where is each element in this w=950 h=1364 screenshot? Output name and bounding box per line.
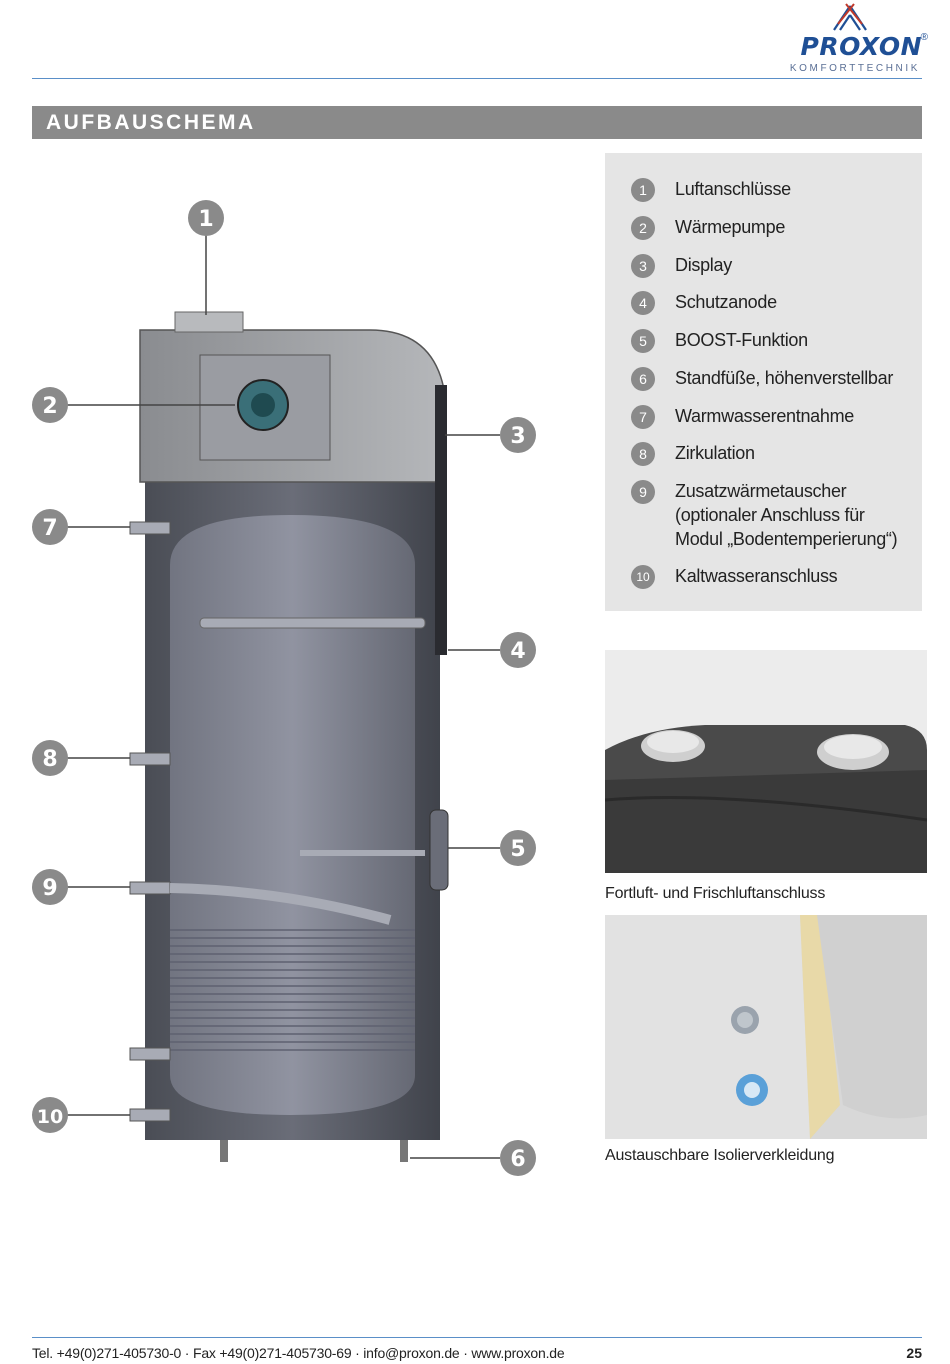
legend-number: 2 — [631, 216, 655, 240]
section-bar: AUFBAUSCHEMA — [32, 106, 922, 139]
pipe-extra — [129, 1047, 171, 1061]
legend-item-1: 1 Luftanschlüsse — [631, 177, 925, 202]
callout-2: 2 — [32, 387, 68, 423]
photo-air-connections — [605, 650, 927, 873]
legend-text: Standfüße, höhenverstellbar — [675, 368, 894, 388]
legend-number: 3 — [631, 254, 655, 278]
legend-text: Warmwasserentnahme — [675, 406, 854, 426]
photo-caption-2: Austauschbare Isolierverkleidung — [605, 1147, 835, 1164]
logo-mark-icon — [833, 3, 867, 31]
callout-5: 5 — [500, 830, 536, 866]
legend-number: 1 — [631, 178, 655, 202]
callout-10: 10 — [32, 1097, 68, 1133]
heat-pump-diagram: 1 2 3 4 5 6 7 8 9 10 — [32, 200, 536, 1176]
callout-label-5: 5 — [510, 837, 525, 862]
legend-number: 4 — [631, 291, 655, 315]
callout-8: 8 — [32, 740, 68, 776]
legend-item-4: 4 Schutzanode — [631, 290, 925, 315]
legend-text: Zusatzwärmetauscher (optionaler Anschlus… — [675, 481, 898, 549]
callout-label-10: 10 — [37, 1106, 63, 1128]
photo-insulation — [605, 915, 927, 1139]
pipe-warm — [129, 521, 171, 535]
legend-text: Wärmepumpe — [675, 217, 786, 237]
legend-item-8: 8 Zirkulation — [631, 441, 925, 466]
callout-label-1: 1 — [198, 207, 213, 232]
legend-number: 6 — [631, 367, 655, 391]
legend-item-7: 7 Warmwasserentnahme — [631, 404, 925, 429]
anode-rod — [199, 617, 426, 629]
boost-heater — [429, 809, 449, 891]
callout-9: 9 — [32, 869, 68, 905]
boost-rod — [300, 850, 425, 856]
footer-rule — [32, 1337, 922, 1338]
legend-item-9: 9 Zusatzwärmetauscher (optionaler Anschl… — [631, 479, 925, 551]
footer-contact: Tel. +49(0)271-405730-0 · Fax +49(0)271-… — [32, 1345, 565, 1361]
legend-number: 8 — [631, 442, 655, 466]
pipe-kalt — [129, 1108, 171, 1122]
inner-vessel — [170, 515, 415, 1115]
callout-4: 4 — [500, 632, 536, 668]
display-panel — [435, 385, 447, 655]
registered-mark: ® — [920, 32, 928, 43]
pipe-zirkulation — [129, 752, 171, 766]
legend-number: 9 — [631, 480, 655, 504]
callout-label-4: 4 — [510, 639, 525, 664]
legend-item-5: 5 BOOST-Funktion — [631, 328, 925, 353]
legend-number: 10 — [631, 565, 655, 589]
brand-tagline: KOMFORTTECHNIK — [789, 63, 920, 74]
foot-left — [220, 1140, 228, 1162]
legend-text: BOOST-Funktion — [675, 330, 808, 350]
callout-1: 1 — [188, 200, 224, 236]
brand-name: PROXON — [800, 32, 922, 61]
heat-exchanger-coil — [170, 929, 415, 1051]
legend-item-6: 6 Standfüße, höhenverstellbar — [631, 366, 925, 391]
legend-number: 7 — [631, 405, 655, 429]
header-rule — [32, 78, 922, 79]
callout-label-3: 3 — [510, 424, 525, 449]
section-title: AUFBAUSCHEMA — [46, 111, 256, 134]
legend-text: Display — [675, 255, 732, 275]
legend-text: Zirkulation — [675, 443, 755, 463]
pipe-zusatz — [129, 881, 171, 895]
callout-3: 3 — [500, 417, 536, 453]
callout-6: 6 — [500, 1140, 536, 1176]
legend-item-3: 3 Display — [631, 253, 925, 278]
callout-label-9: 9 — [42, 876, 57, 901]
legend-item-10: 10 Kaltwasseranschluss — [631, 564, 925, 589]
callout-label-7: 7 — [42, 516, 57, 541]
legend-text: Luftanschlüsse — [675, 179, 791, 199]
legend-item-2: 2 Wärmepumpe — [631, 215, 925, 240]
page-number: 25 — [906, 1345, 922, 1361]
foot-right — [400, 1140, 408, 1162]
air-connection — [174, 311, 244, 333]
legend-text: Schutzanode — [675, 292, 777, 312]
callout-label-2: 2 — [42, 394, 57, 419]
callout-label-8: 8 — [42, 747, 57, 772]
legend-text: Kaltwasseranschluss — [675, 566, 838, 586]
callout-7: 7 — [32, 509, 68, 545]
callout-label-6: 6 — [510, 1147, 525, 1172]
legend-number: 5 — [631, 329, 655, 353]
legend-box: 1 Luftanschlüsse 2 Wärmepumpe 3 Display … — [605, 153, 922, 611]
photo-caption-1: Fortluft- und Frischluftanschluss — [605, 885, 826, 902]
proxon-logo: PROXON ® KOMFORTTECHNIK — [762, 2, 928, 74]
